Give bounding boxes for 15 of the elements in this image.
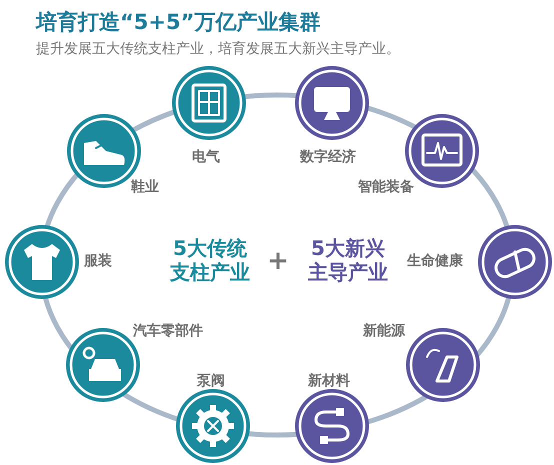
industry-label: 新材料 [308, 372, 350, 390]
center-heading: 5大传统支柱产业 [168, 236, 251, 284]
plus-sign: + [266, 246, 290, 278]
industry-label: 汽车零部件 [133, 322, 203, 340]
industry-label: 鞋业 [131, 178, 159, 196]
subtitle: 提升发展五大传统支柱产业，培育发展五大新兴主导产业。 [36, 40, 400, 58]
title: 培育打造“5+5”万亿产业集群 [36, 9, 320, 36]
center-heading: 5大新兴主导产业 [307, 236, 389, 284]
industry-label: 电气 [192, 148, 220, 166]
industry-label: 智能装备 [358, 178, 414, 196]
industry-label: 生命健康 [407, 252, 463, 270]
industry-label: 新能源 [363, 322, 405, 340]
industry-label: 服装 [84, 252, 112, 270]
industry-label: 数字经济 [300, 148, 356, 166]
industry-label: 泵阀 [197, 372, 225, 390]
